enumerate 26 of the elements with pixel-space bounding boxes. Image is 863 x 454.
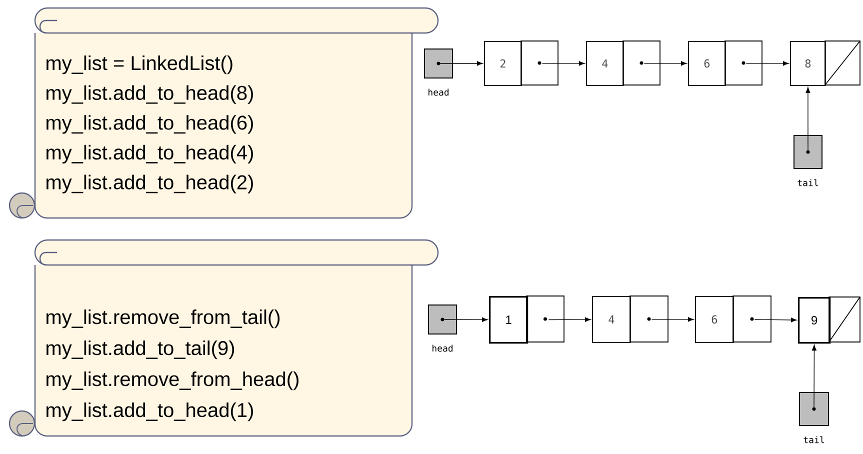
list-node: 1 [489, 296, 564, 344]
arrow [444, 317, 488, 322]
pointer-label: tail [804, 436, 824, 444]
pointer-label: tail [798, 179, 818, 186]
node-label: 6 [704, 59, 710, 68]
list-node: 4 [592, 296, 668, 343]
arrow [651, 317, 694, 322]
list-node: 6 [695, 296, 772, 343]
list-node: 8 [790, 40, 860, 86]
list-node: 9 [798, 296, 860, 344]
arrow [806, 87, 810, 151]
node-label: 4 [602, 59, 608, 68]
arrow [440, 61, 483, 66]
arrow [746, 61, 789, 66]
list-node: 4 [586, 40, 660, 86]
arrow [644, 61, 687, 66]
arrow [548, 317, 591, 322]
node-label: 4 [608, 315, 614, 324]
node-label: 8 [805, 59, 811, 68]
list-node: 6 [688, 40, 762, 86]
node-label: 6 [712, 315, 718, 324]
arrow [542, 61, 585, 66]
arrow [812, 344, 816, 408]
list-node: 2 [484, 40, 558, 86]
node-label: 1 [506, 316, 512, 324]
arrow [754, 318, 797, 322]
